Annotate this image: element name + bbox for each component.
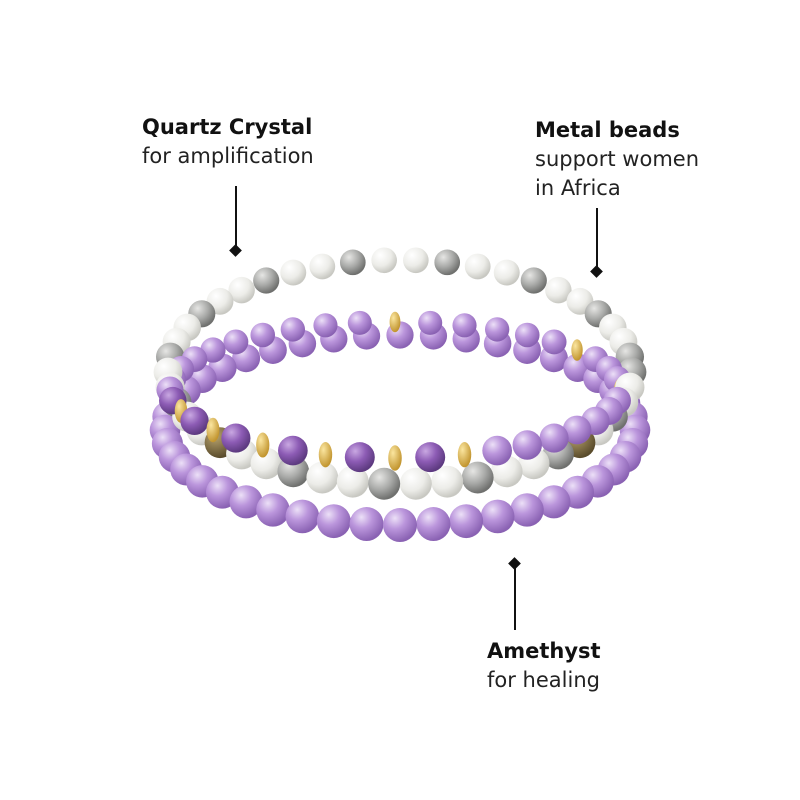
mixed-bracelet-bead [389, 311, 401, 333]
quartz-bracelet-bead [309, 253, 336, 280]
quartz-bracelet-bead [339, 249, 366, 276]
mixed-bracelet-bead [280, 317, 306, 342]
amethyst-bracelet-bead [383, 508, 417, 542]
mixed-bracelet-bead [541, 329, 567, 355]
mixed-bracelet-bead [221, 423, 251, 453]
quartz-bracelet-bead [434, 249, 461, 276]
amethyst-bracelet-bead [449, 504, 484, 539]
amethyst-bracelet-bead [316, 504, 351, 539]
mixed-bracelet-bead [418, 310, 443, 335]
amethyst-bracelet-bead [416, 507, 451, 542]
mixed-bracelet-bead [250, 322, 276, 348]
quartz-bracelet-bead [250, 447, 282, 480]
mixed-bracelet-bead [347, 310, 372, 335]
quartz-bracelet-bead [399, 467, 432, 500]
quartz-bracelet-bead [464, 253, 491, 280]
amethyst-bracelet-bead [480, 499, 515, 534]
amethyst-bracelet-bead [349, 507, 384, 542]
callout-quartz-subtitle: for amplification [142, 144, 314, 168]
mixed-bracelet-bead [344, 442, 375, 473]
quartz-bracelet-bead [493, 259, 520, 286]
callout-quartz: Quartz Crystal for amplification [142, 113, 314, 171]
mixed-bracelet-bead [278, 435, 308, 466]
amethyst-bracelet-bead [256, 493, 290, 527]
callout-quartz-title: Quartz Crystal [142, 115, 313, 139]
amethyst-bracelet-bead [537, 485, 571, 519]
callout-amethyst: Amethyst for healing [487, 637, 601, 695]
mixed-bracelet-bead [512, 430, 542, 460]
callout-metal-line [596, 208, 598, 268]
quartz-bracelet-bead [520, 267, 547, 294]
mixed-bracelet-bead [318, 441, 333, 468]
quartz-bracelet-bead [280, 259, 307, 286]
mixed-bracelet-bead [180, 406, 209, 436]
callout-quartz-line [235, 186, 237, 248]
quartz-bracelet-bead [545, 276, 572, 304]
mixed-bracelet-bead [457, 441, 472, 468]
mixed-bracelet-bead [514, 322, 540, 348]
quartz-bracelet-bead [431, 465, 464, 498]
callout-amethyst-line [514, 566, 516, 630]
amethyst-bracelet-bead [229, 485, 263, 519]
callout-metal-title: Metal beads [535, 118, 680, 142]
mixed-bracelet-bead [452, 313, 477, 338]
callout-amethyst-subtitle: for healing [487, 668, 600, 692]
callout-metal-subtitle-2: in Africa [535, 176, 621, 200]
mixed-bracelet-bead [571, 339, 583, 361]
mixed-bracelet-bead [482, 435, 512, 466]
mixed-bracelet-bead [388, 445, 402, 471]
amethyst-bracelet-bead [285, 499, 320, 534]
quartz-bracelet-bead [336, 465, 369, 498]
quartz-bracelet-bead [403, 247, 429, 274]
quartz-bracelet-bead [306, 461, 339, 494]
mixed-bracelet-bead [223, 329, 249, 355]
quartz-bracelet-bead [253, 267, 280, 294]
callout-metal-subtitle-1: support women [535, 147, 700, 171]
quartz-bracelet-bead [461, 461, 494, 494]
mixed-bracelet-bead [313, 313, 338, 338]
mixed-bracelet-bead [562, 415, 592, 445]
mixed-bracelet-bead [256, 432, 270, 458]
mixed-bracelet-bead [539, 423, 569, 453]
quartz-bracelet-bead [277, 455, 310, 488]
quartz-bracelet-bead [371, 247, 397, 274]
amethyst-bracelet-bead [510, 493, 544, 527]
callout-metal: Metal beads support women in Africa [535, 116, 699, 203]
callout-amethyst-title: Amethyst [487, 639, 601, 663]
mixed-bracelet-bead [415, 442, 446, 473]
mixed-bracelet-bead [484, 317, 510, 342]
quartz-bracelet-bead [228, 276, 255, 304]
quartz-bracelet-bead [368, 467, 401, 500]
mixed-bracelet-bead [206, 417, 220, 443]
